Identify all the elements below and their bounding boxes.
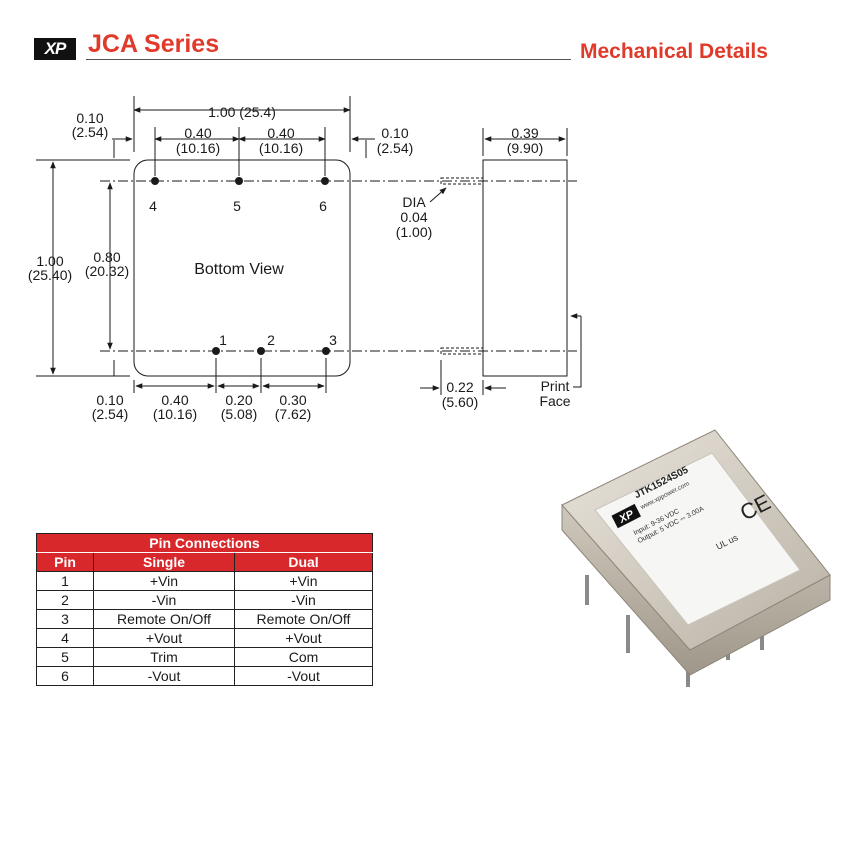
- cell-single: -Vin: [93, 590, 235, 610]
- table-row: 4 +Vout +Vout: [36, 628, 373, 648]
- cell-pin: 3: [36, 609, 94, 629]
- dim-pitch1-in: 0.40: [184, 125, 211, 141]
- xp-logo: XP: [34, 38, 76, 60]
- table-row: 2 -Vin -Vin: [36, 590, 373, 610]
- section-title: Mechanical Details: [580, 40, 768, 63]
- product-photo: XP JTK1524S05 www.xppower.com Input: 9-3…: [561, 429, 831, 687]
- dim-width: 1.00 (25.4): [208, 104, 276, 120]
- dim-side-w-in: 0.39: [511, 125, 538, 141]
- bottom-view-outline: [133, 159, 351, 377]
- cell-dual: -Vout: [234, 666, 373, 686]
- mechanical-drawing: 0.10 (2.54) 1.00 (25.4) 0.40 (10.16) 0.4…: [28, 96, 582, 422]
- pin-len-in: 0.22: [446, 379, 473, 395]
- cell-dual: +Vout: [234, 628, 373, 648]
- dim-b1-in: 0.40: [161, 392, 188, 408]
- photo-xp-logo: [611, 503, 641, 529]
- dim-top-left-in: 0.10: [76, 110, 103, 126]
- cell-pin: 6: [36, 666, 94, 686]
- dim-bot-left-mm: (2.54): [92, 406, 129, 422]
- dim-top-right-in: 0.10: [381, 125, 408, 141]
- pin-4-dot: [151, 177, 159, 185]
- cell-dual: -Vin: [234, 590, 373, 610]
- pin-label-4: 4: [149, 198, 157, 214]
- dim-pitch2-in: 0.40: [267, 125, 294, 141]
- pin-3-dot: [322, 347, 330, 355]
- cell-dual: Com: [234, 647, 373, 667]
- cell-single: Trim: [93, 647, 235, 667]
- series-title: JCA Series: [88, 30, 220, 58]
- col-pin: Pin: [36, 552, 94, 572]
- dim-top-right-mm: (2.54): [377, 140, 414, 156]
- page-header: XP JCA Series Mechanical Details: [0, 0, 858, 80]
- cell-single: -Vout: [93, 666, 235, 686]
- pin-2-dot: [257, 347, 265, 355]
- dim-height-in: 1.00: [36, 253, 63, 269]
- cell-single: +Vin: [93, 571, 235, 591]
- cell-pin: 1: [36, 571, 94, 591]
- table-row: 5 Trim Com: [36, 647, 373, 667]
- cell-pin: 4: [36, 628, 94, 648]
- pin-len-mm: (5.60): [442, 394, 479, 410]
- pin-label-3: 3: [329, 332, 337, 348]
- dim-b2-mm: (5.08): [221, 406, 258, 422]
- dim-b2-in: 0.20: [225, 392, 252, 408]
- dim-height-mm: (25.40): [28, 267, 72, 283]
- bottom-view-label: Bottom View: [194, 261, 284, 278]
- cell-pin: 5: [36, 647, 94, 667]
- header-rule: [86, 59, 571, 60]
- pin-label-6: 6: [319, 198, 327, 214]
- dim-b3-mm: (7.62): [275, 406, 312, 422]
- dia-mm: (1.00): [396, 224, 433, 240]
- col-dual: Dual: [234, 552, 373, 572]
- cell-single: +Vout: [93, 628, 235, 648]
- pin-connections-table: Pin Connections Pin Single Dual 1 +Vin +…: [36, 533, 373, 686]
- table-row: 1 +Vin +Vin: [36, 571, 373, 591]
- dim-b1-mm: (10.16): [153, 406, 197, 422]
- dia-in: 0.04: [400, 209, 427, 225]
- print-face-1: Print: [541, 378, 570, 394]
- pin-label-1: 1: [219, 332, 227, 348]
- cell-pin: 2: [36, 590, 94, 610]
- pin-label-5: 5: [233, 198, 241, 214]
- dia-label: DIA: [402, 194, 426, 210]
- pin-6-dot: [321, 177, 329, 185]
- dim-pitch2-mm: (10.16): [259, 140, 303, 156]
- cell-dual: +Vin: [234, 571, 373, 591]
- pin-5-dot: [235, 177, 243, 185]
- table-row: 6 -Vout -Vout: [36, 666, 373, 686]
- pin-1-dot: [212, 347, 220, 355]
- pin-label-2: 2: [267, 332, 275, 348]
- dim-b3-in: 0.30: [279, 392, 306, 408]
- cell-single: Remote On/Off: [93, 609, 235, 629]
- dim-top-left-mm: (2.54): [72, 124, 109, 140]
- dim-pitch1-mm: (10.16): [176, 140, 220, 156]
- print-face-2: Face: [539, 393, 570, 409]
- dim-bot-left-in: 0.10: [96, 392, 123, 408]
- table-row: 3 Remote On/Off Remote On/Off: [36, 609, 373, 629]
- dim-row-mm: (20.32): [85, 263, 129, 279]
- dim-row-in: 0.80: [93, 249, 120, 265]
- table-title: Pin Connections: [36, 533, 373, 553]
- side-view-outline: [482, 159, 568, 377]
- cell-dual: Remote On/Off: [234, 609, 373, 629]
- dim-side-w-mm: (9.90): [507, 140, 544, 156]
- col-single: Single: [93, 552, 235, 572]
